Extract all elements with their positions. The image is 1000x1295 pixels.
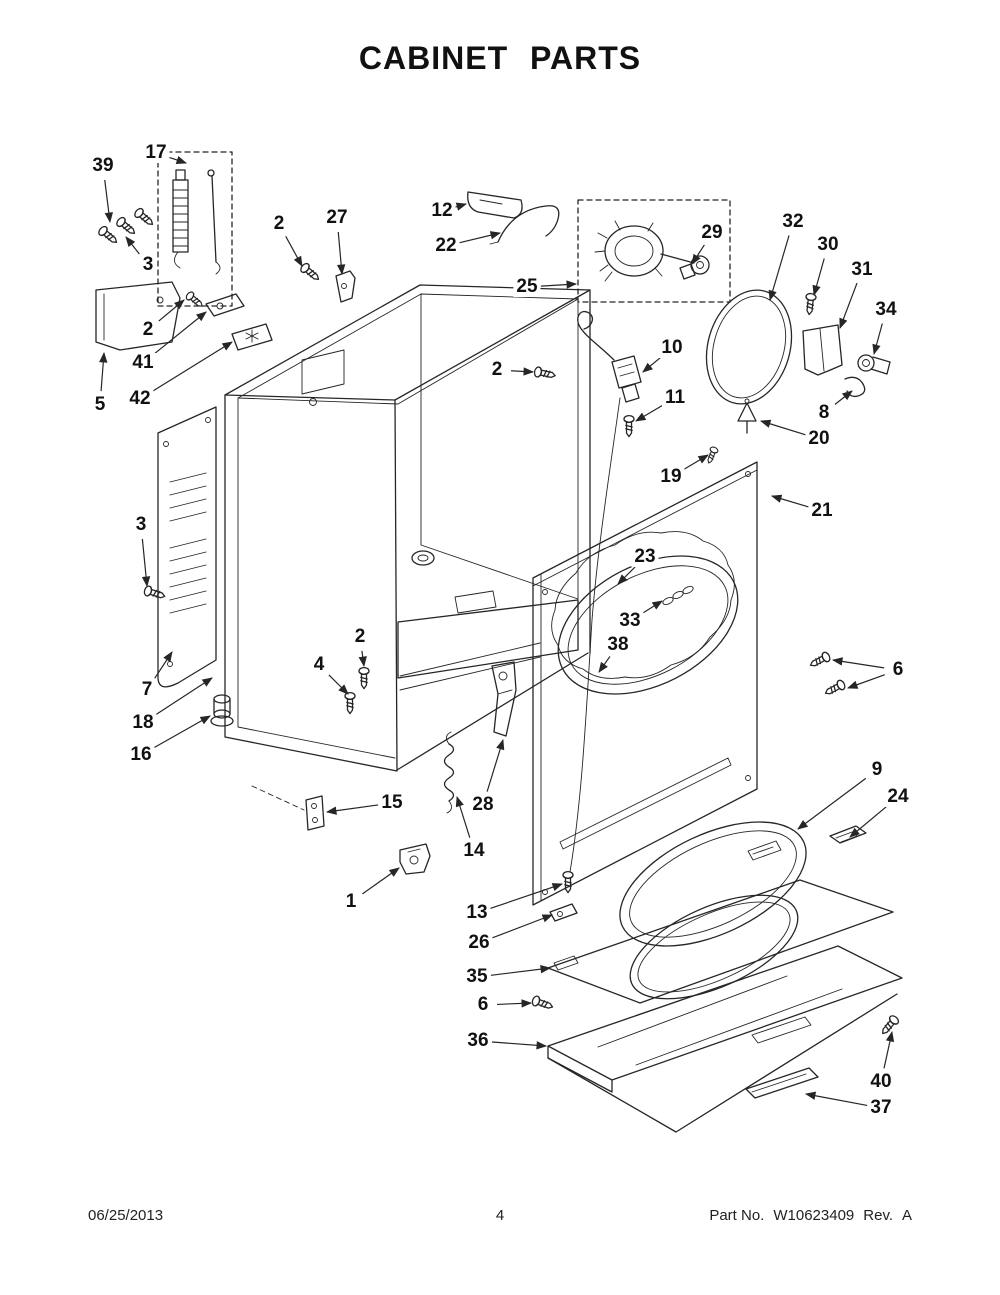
callout-4: 4 xyxy=(310,655,328,675)
footer-date: 06/25/2013 xyxy=(88,1207,164,1224)
callout-29: 29 xyxy=(698,223,726,243)
callout-26: 26 xyxy=(465,933,493,953)
top-panel-bottom xyxy=(547,945,903,1133)
callout-1: 1 xyxy=(342,892,360,912)
callout-2: 2 xyxy=(270,214,288,234)
callout-3: 3 xyxy=(139,255,157,275)
small-brackets xyxy=(251,661,578,922)
callout-13: 13 xyxy=(463,903,491,923)
motor-assembly xyxy=(577,199,731,303)
fastener-kit-box xyxy=(157,151,233,307)
right-small-parts xyxy=(737,324,891,434)
callout-27: 27 xyxy=(323,208,351,228)
footer-page-number: 4 xyxy=(495,1207,505,1224)
callout-11: 11 xyxy=(661,388,689,408)
callout-42: 42 xyxy=(126,389,154,409)
callout-22: 22 xyxy=(432,236,460,256)
callout-2: 2 xyxy=(351,627,369,647)
page-title: CABINET PARTS xyxy=(358,40,642,76)
callout-6: 6 xyxy=(889,660,907,680)
callout-40: 40 xyxy=(867,1072,895,1092)
callout-9: 9 xyxy=(868,760,886,780)
drive-belt xyxy=(705,289,793,405)
callout-5: 5 xyxy=(91,395,109,415)
callout-23: 23 xyxy=(631,547,659,567)
callout-12: 12 xyxy=(428,201,456,221)
footer-rev-value: A xyxy=(902,1207,913,1224)
callout-39: 39 xyxy=(89,156,117,176)
callout-8: 8 xyxy=(815,403,833,423)
page-footer: 06/25/2013 4 Part No. W10623409 Rev. A xyxy=(0,1207,1000,1224)
callout-10: 10 xyxy=(658,338,686,358)
callout-3: 3 xyxy=(132,515,150,535)
callout-14: 14 xyxy=(460,841,488,861)
callout-16: 16 xyxy=(127,745,155,765)
wire-harness xyxy=(569,311,642,873)
callout-15: 15 xyxy=(378,793,406,813)
callout-30: 30 xyxy=(814,235,842,255)
callout-24: 24 xyxy=(884,787,912,807)
callout-35: 35 xyxy=(463,967,491,987)
callout-31: 31 xyxy=(848,260,876,280)
callout-21: 21 xyxy=(808,501,836,521)
callout-41: 41 xyxy=(129,353,157,373)
callout-33: 33 xyxy=(616,611,644,631)
footer-part-label: Part No. xyxy=(709,1207,765,1224)
callout-34: 34 xyxy=(872,300,900,320)
callout-17: 17 xyxy=(142,143,170,163)
front-panel xyxy=(532,461,758,906)
callout-18: 18 xyxy=(129,713,157,733)
footer-part-info: Part No. W10623409 Rev. A xyxy=(637,1207,912,1224)
callout-19: 19 xyxy=(657,467,685,487)
door-seal-ring xyxy=(619,821,867,947)
callout-2: 2 xyxy=(488,360,506,380)
callout-25: 25 xyxy=(513,277,541,297)
callout-2: 2 xyxy=(139,320,157,340)
leveling-leg xyxy=(210,694,234,727)
callout-37: 37 xyxy=(867,1098,895,1118)
footer-part-number: W10623409 xyxy=(773,1207,855,1224)
callout-20: 20 xyxy=(805,429,833,449)
callout-38: 38 xyxy=(604,635,632,655)
callout-36: 36 xyxy=(464,1031,492,1051)
callout-6: 6 xyxy=(474,995,492,1015)
callout-32: 32 xyxy=(779,212,807,232)
callout-7: 7 xyxy=(138,680,156,700)
callout-28: 28 xyxy=(469,795,497,815)
footer-rev-label: Rev. xyxy=(863,1207,893,1224)
